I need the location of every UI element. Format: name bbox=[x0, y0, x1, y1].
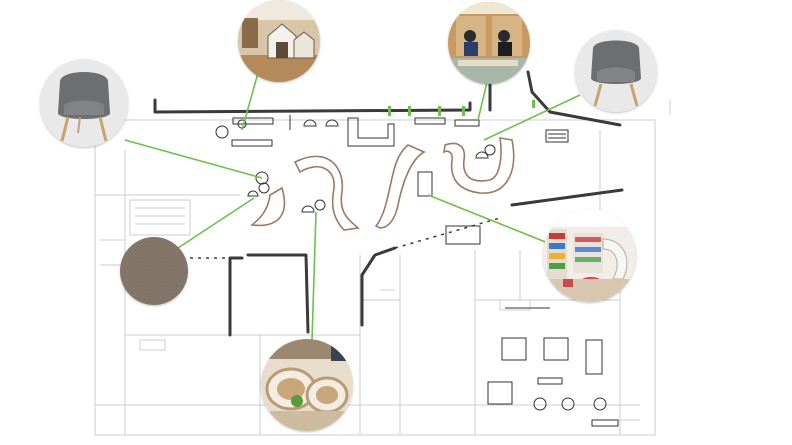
curved-seating bbox=[250, 137, 515, 231]
study-carrels-photo bbox=[448, 2, 530, 84]
leader-line-library bbox=[427, 194, 549, 244]
wall-markers bbox=[388, 100, 535, 116]
leader-line-armchair-left bbox=[124, 139, 263, 179]
leader-line-armchair-right bbox=[483, 94, 581, 141]
leader-line-carrels bbox=[477, 77, 489, 121]
playhouse-reading-nook-photo bbox=[238, 0, 320, 82]
furniture bbox=[215, 115, 619, 427]
leader-line-pods bbox=[311, 211, 317, 341]
dashed-partition bbox=[190, 217, 501, 259]
armchair-right-photo bbox=[575, 30, 657, 112]
leader-line-fabric bbox=[177, 197, 255, 249]
leader-line-playhouse bbox=[241, 72, 259, 131]
leader-lines bbox=[124, 72, 581, 341]
round-reading-pods-photo bbox=[261, 339, 353, 431]
armchair-left-photo bbox=[40, 59, 128, 147]
fabric-swatch-photo bbox=[120, 237, 188, 305]
library-bookshelves-photo bbox=[543, 209, 636, 302]
walls bbox=[153, 70, 624, 337]
